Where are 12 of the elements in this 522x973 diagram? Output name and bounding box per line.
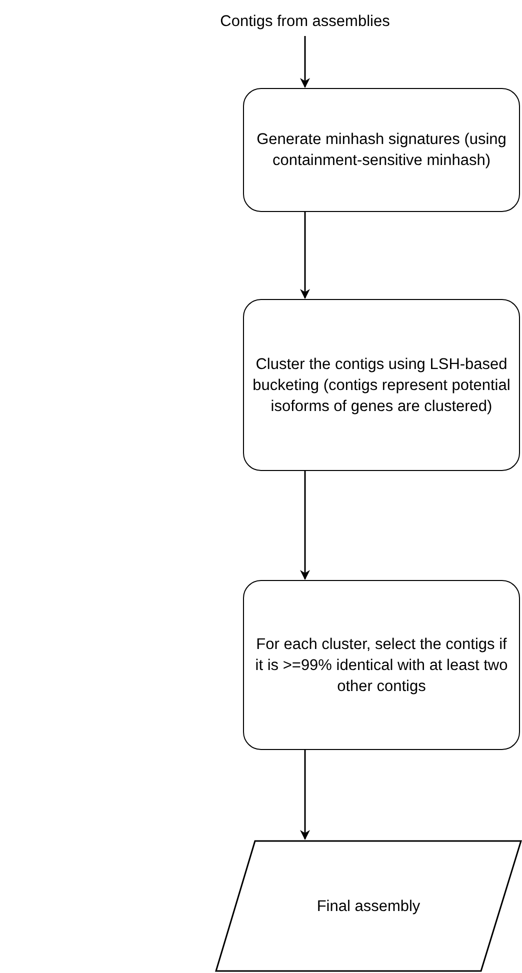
arrow bbox=[300, 471, 310, 580]
node-text: Generate minhash signatures (using containment-sensitive minhash) bbox=[256, 130, 508, 171]
node-text: Cluster the contigs using LSH-based bucketing (contigs represent potential isoforms of genes are clustered) bbox=[252, 354, 511, 416]
node-text: Final assembly bbox=[316, 896, 420, 916]
process-box bbox=[243, 88, 520, 212]
process-box bbox=[243, 299, 520, 471]
process-box bbox=[243, 580, 520, 750]
node-text: Contigs from assemblies bbox=[220, 12, 390, 32]
arrow bbox=[300, 750, 310, 840]
node-text: For each cluster, select the contigs if it is >=99% identical with at least two other contigs bbox=[254, 634, 509, 696]
arrow bbox=[300, 36, 310, 88]
arrow bbox=[300, 212, 310, 299]
